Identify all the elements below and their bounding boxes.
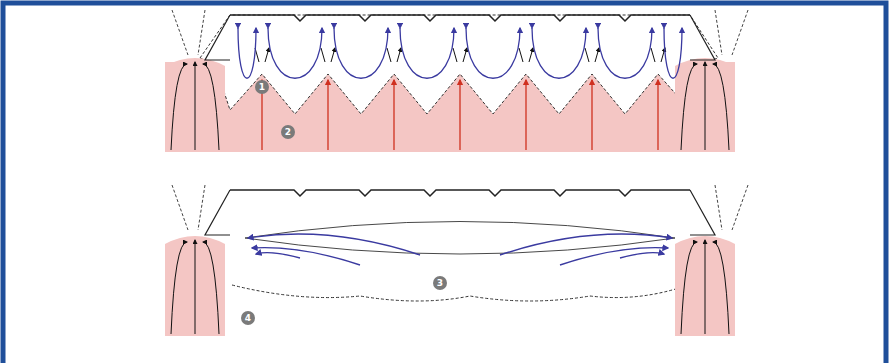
flow-arrow xyxy=(256,253,300,258)
convection-loop xyxy=(238,28,256,78)
side-wall xyxy=(205,190,715,235)
foam-layer xyxy=(200,15,718,114)
convection-loop xyxy=(400,28,454,78)
heat-arrow xyxy=(705,62,706,150)
crown xyxy=(230,190,690,196)
flow-arrow xyxy=(560,248,668,265)
frame xyxy=(3,3,886,363)
flow-arrow xyxy=(252,248,360,265)
callout-number: 1 xyxy=(255,80,269,94)
hot-zone xyxy=(165,236,225,336)
heat-arrow xyxy=(171,242,187,334)
heat-arrow xyxy=(681,64,697,150)
side-wall xyxy=(205,15,715,60)
convection-loop xyxy=(532,28,586,78)
melt-surface xyxy=(232,285,688,301)
hot-zone xyxy=(165,58,225,152)
flow-arrow xyxy=(620,253,664,258)
callout-number: 4 xyxy=(241,311,255,325)
heat-arrow xyxy=(203,64,219,150)
callout-number: 3 xyxy=(433,276,447,290)
heat-arrow xyxy=(195,240,196,334)
flow-arrow xyxy=(248,234,420,255)
crown xyxy=(230,15,690,21)
convection-loop xyxy=(334,28,388,78)
flow-arrow xyxy=(651,48,665,62)
flow-arrow xyxy=(387,48,401,62)
heat-arrow xyxy=(171,64,187,150)
rising-arrow xyxy=(657,80,658,150)
rising-arrow xyxy=(591,80,592,150)
convection-loop xyxy=(268,28,322,78)
flow-arrow xyxy=(519,48,533,62)
burner-line xyxy=(172,10,748,55)
flow-arrow xyxy=(321,48,335,62)
flow-arrow xyxy=(500,234,672,255)
rising-arrow xyxy=(525,80,526,150)
convection-loop xyxy=(466,28,520,78)
heat-arrow xyxy=(681,242,697,334)
flow-arrow xyxy=(255,48,269,62)
heat-arrow xyxy=(713,64,729,150)
gas-envelope xyxy=(245,222,675,255)
rising-arrow xyxy=(459,80,460,150)
flow-arrow xyxy=(585,48,599,62)
heat-arrow xyxy=(203,242,219,334)
heat-arrow xyxy=(195,62,196,150)
convection-loop xyxy=(598,28,652,78)
burner-line xyxy=(172,185,748,230)
convection-loop xyxy=(664,28,682,78)
heat-arrow xyxy=(713,242,729,334)
hot-zone xyxy=(675,236,735,336)
hot-zone xyxy=(675,58,735,152)
heat-arrow xyxy=(705,240,706,334)
callout-number: 2 xyxy=(281,125,295,139)
rising-arrow xyxy=(393,80,394,150)
rising-arrow xyxy=(327,80,328,150)
flow-arrow xyxy=(453,48,467,62)
